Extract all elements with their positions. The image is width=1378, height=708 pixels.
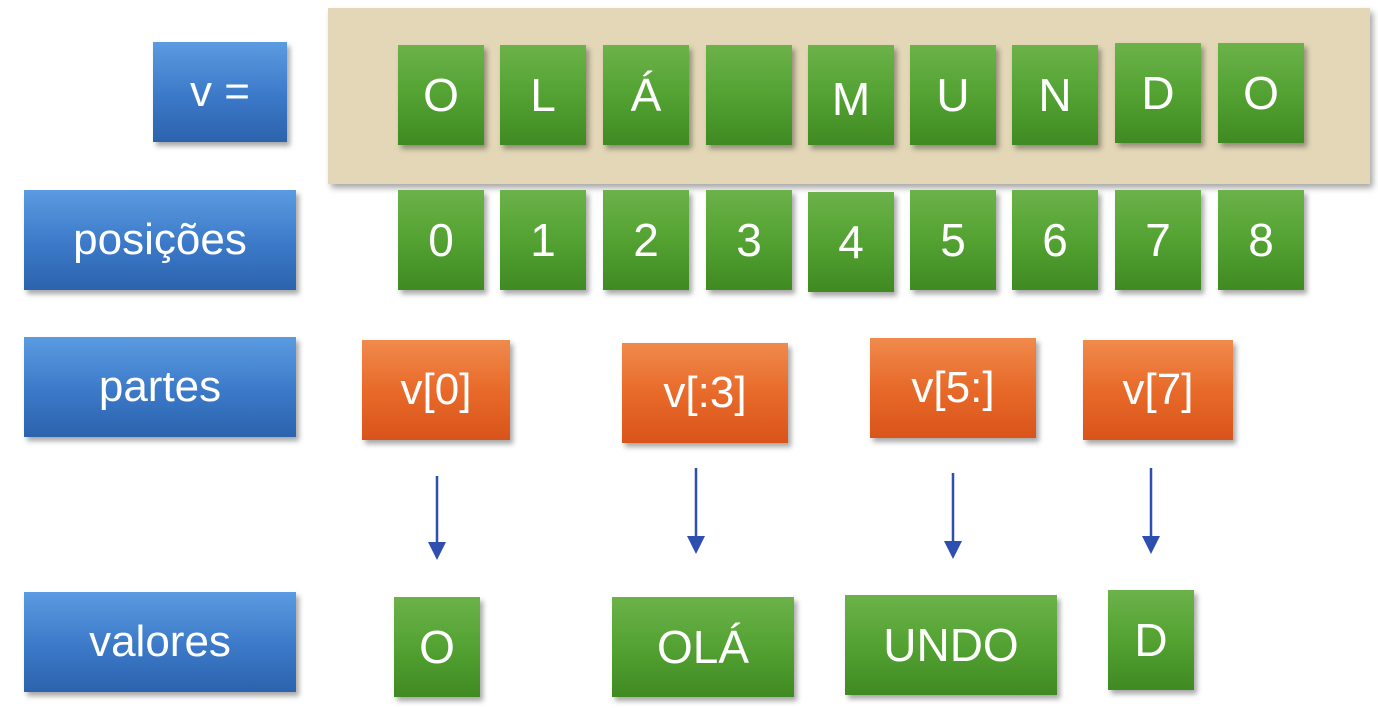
arrow-1 (428, 476, 446, 560)
char-cell-1: L (500, 45, 586, 145)
char-cell-2: Á (603, 45, 689, 145)
label-positions: posições (24, 190, 296, 290)
arrow-2 (687, 468, 705, 554)
char-cell-7: D (1115, 43, 1201, 143)
arrow-4 (1142, 468, 1160, 554)
label-parts: partes (24, 337, 296, 437)
position-cell-5: 5 (910, 190, 996, 290)
position-cell-1: 1 (500, 190, 586, 290)
slice-v-from-5: v[5:] (870, 338, 1036, 438)
char-cell-5: U (910, 45, 996, 145)
position-cell-6: 6 (1012, 190, 1098, 290)
position-cell-7: 7 (1115, 190, 1201, 290)
position-cell-8: 8 (1218, 190, 1304, 290)
char-cell-6: N (1012, 45, 1098, 145)
label-values: valores (24, 592, 296, 692)
position-cell-0: 0 (398, 190, 484, 290)
slice-v-to-3: v[:3] (622, 343, 788, 443)
position-cell-3: 3 (706, 190, 792, 290)
char-cell-3 (706, 45, 792, 145)
result-3: D (1108, 590, 1194, 690)
result-0: O (394, 597, 480, 697)
position-cell-4: 4 (808, 192, 894, 292)
label-v: v = (153, 42, 287, 142)
arrow-3 (944, 473, 962, 559)
char-cell-0: O (398, 45, 484, 145)
char-cell-4: M (808, 45, 894, 145)
result-1: OLÁ (612, 597, 794, 697)
result-2: UNDO (845, 595, 1057, 695)
slice-v0: v[0] (362, 340, 510, 440)
slice-v7: v[7] (1083, 340, 1233, 440)
position-cell-2: 2 (603, 190, 689, 290)
char-cell-8: O (1218, 43, 1304, 143)
